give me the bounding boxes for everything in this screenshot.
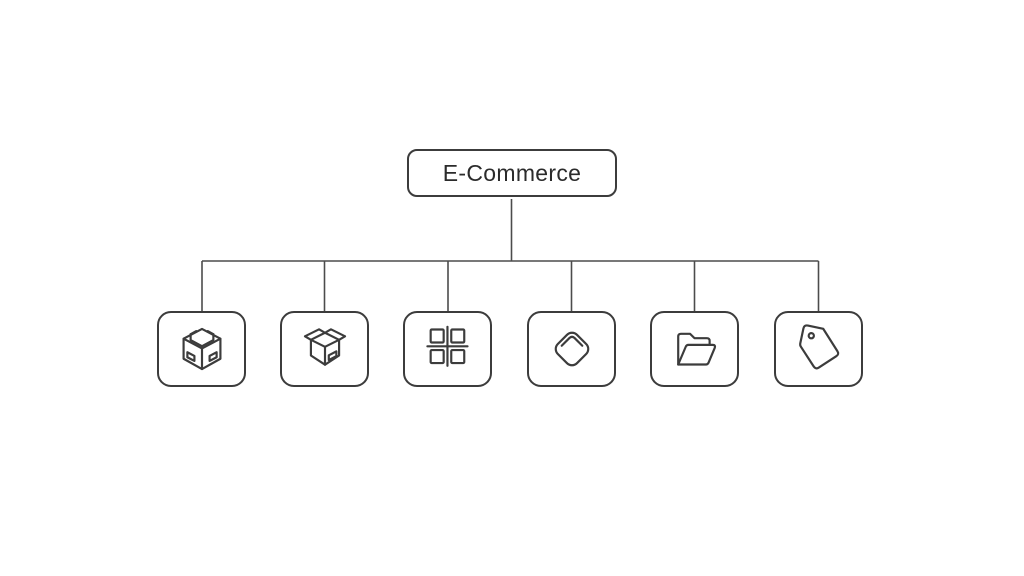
node-price-tag xyxy=(774,311,863,387)
root-node-ecommerce: E-Commerce xyxy=(407,149,617,197)
open-box-icon xyxy=(303,328,346,366)
node-rounded-diamond xyxy=(527,311,616,387)
open-folder-icon xyxy=(676,332,716,366)
node-sealed-package xyxy=(157,311,246,387)
rounded-diamond-icon xyxy=(554,331,589,367)
node-category-grid xyxy=(403,311,492,387)
package-3d-icon xyxy=(182,327,221,371)
node-folder xyxy=(650,311,739,387)
grid-squares-icon xyxy=(425,325,469,367)
root-node-label: E-Commerce xyxy=(442,159,582,186)
node-open-box xyxy=(280,311,369,387)
price-tag-icon xyxy=(798,324,839,370)
